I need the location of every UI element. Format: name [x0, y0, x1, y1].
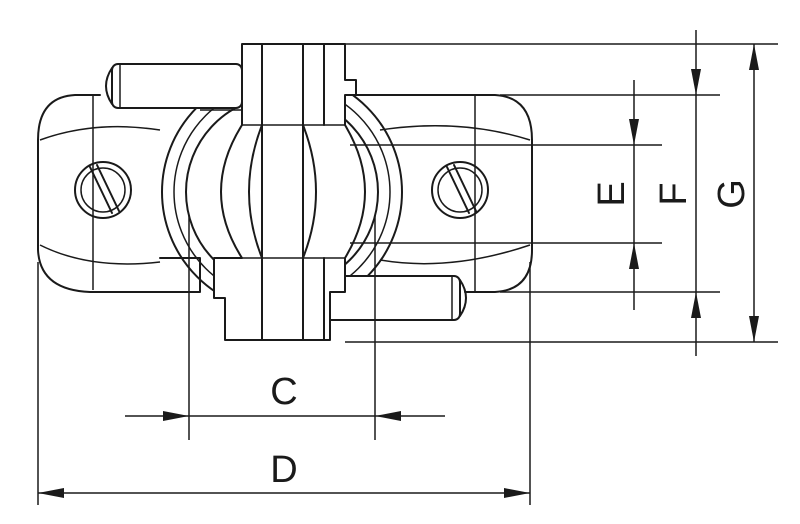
- clamp-body: [37, 94, 533, 293]
- label-c: C: [270, 371, 297, 413]
- lower-screw: [324, 275, 467, 321]
- upper-screw: [105, 63, 243, 109]
- label-e: E: [591, 181, 633, 206]
- extension-lines: [37, 43, 778, 505]
- left-screw-head: [74, 161, 132, 219]
- dimension-d: D: [38, 449, 530, 498]
- dimension-c: C: [125, 371, 445, 421]
- label-d: D: [270, 449, 297, 491]
- dimension-f: F: [653, 30, 701, 356]
- right-screw-head: [431, 161, 489, 219]
- label-g: G: [711, 179, 753, 209]
- dimension-g: G: [711, 44, 759, 342]
- dimension-e: E: [591, 80, 639, 310]
- label-f: F: [653, 182, 695, 205]
- clamp-plates: [213, 43, 366, 341]
